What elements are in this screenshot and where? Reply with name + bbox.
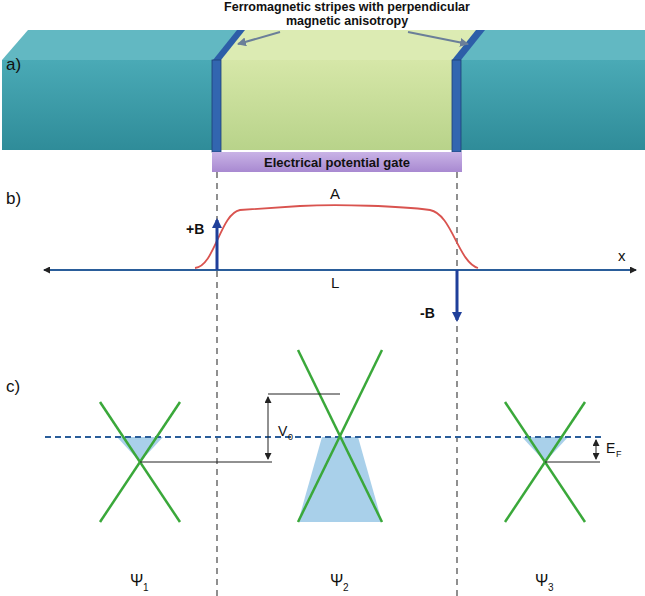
panel-letter: b)	[6, 190, 21, 209]
panel-letter: c)	[6, 378, 20, 397]
panel-letter: a)	[6, 56, 21, 75]
band-diagram	[45, 350, 605, 522]
potential-label: V	[278, 424, 287, 439]
callout-arrows	[238, 32, 468, 44]
callout-text: Ferromagnetic stripes with perpendicular…	[222, 1, 472, 29]
gate-box: Electrical potential gate	[212, 152, 462, 172]
wavefunction-label: Ψ	[130, 572, 143, 590]
subscript: 3	[548, 582, 554, 593]
axis-label: x	[618, 248, 626, 265]
dashed-guides	[217, 172, 457, 596]
nanowire-bar	[2, 30, 645, 152]
subscript: 1	[143, 582, 149, 593]
fermi-label: E	[606, 441, 615, 456]
curve-label: A	[330, 186, 340, 203]
wavefunction-label: Ψ	[330, 572, 343, 590]
length-label: L	[331, 275, 339, 292]
subscript: 2	[343, 582, 349, 593]
field-profile	[44, 205, 636, 320]
wavefunction-label: Ψ	[535, 572, 548, 590]
subscript: 0	[288, 433, 293, 443]
gate-label: Electrical potential gate	[264, 155, 410, 170]
field-label: -B	[420, 306, 435, 321]
field-label: +B	[186, 222, 204, 237]
subscript: F	[616, 450, 622, 460]
